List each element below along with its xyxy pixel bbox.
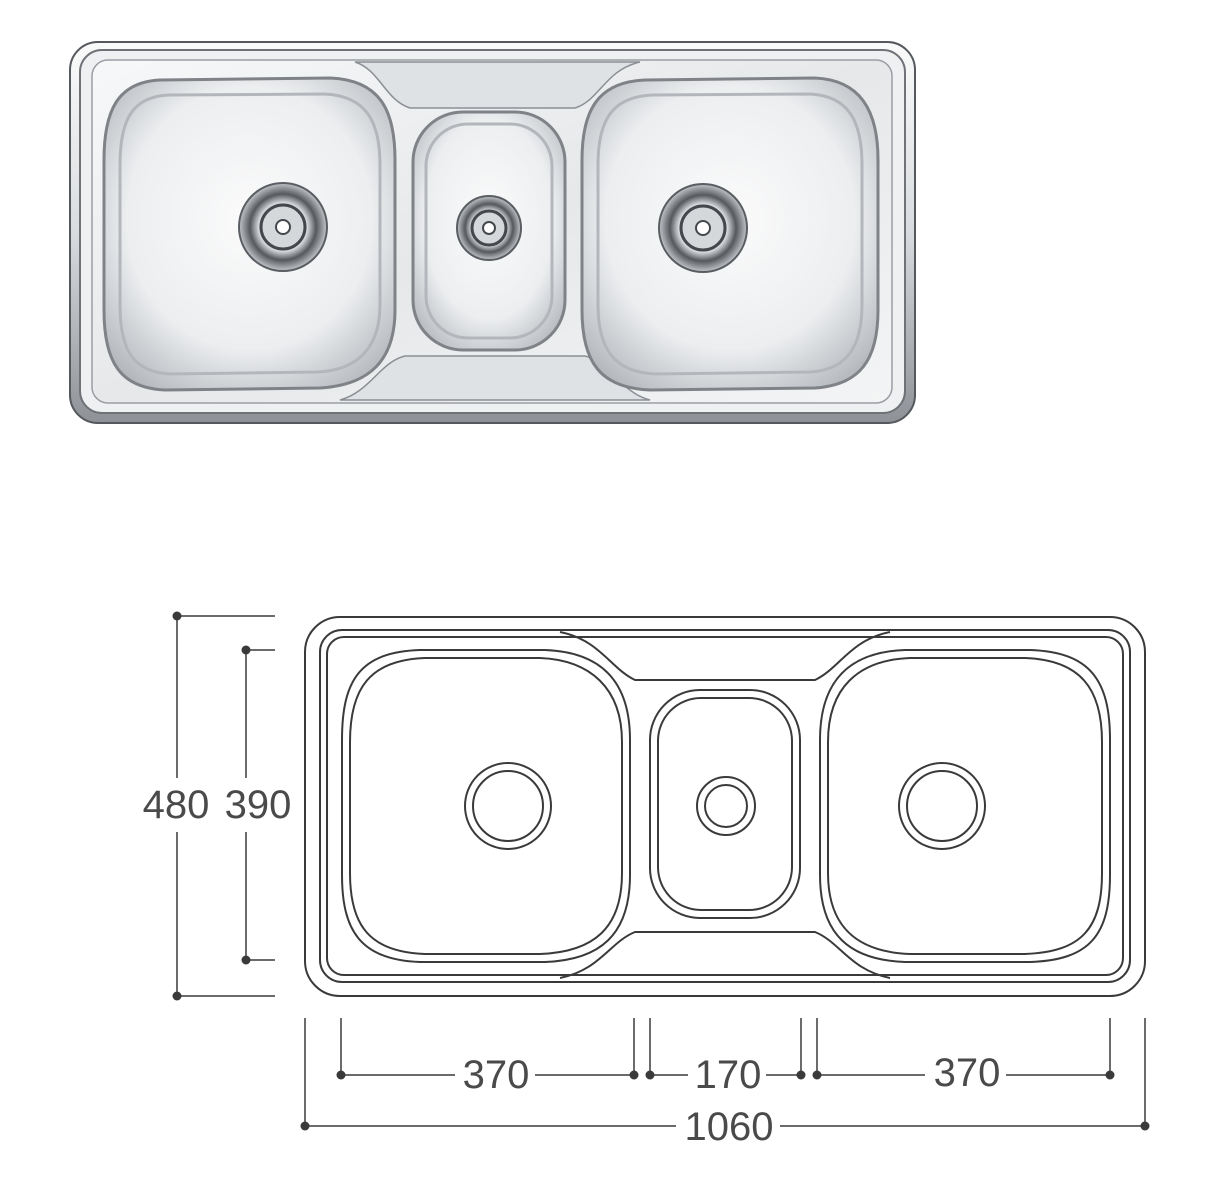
sink-technical-drawing (304, 616, 1146, 997)
dim-370-left-dot-b (629, 1070, 639, 1080)
drawing-center-bowl-inner (657, 697, 793, 911)
dim-390-dot-bottom (241, 955, 251, 965)
left-bowl-inner (118, 92, 382, 376)
dim-480-dot-top (172, 611, 182, 621)
dim-370-right-dot-b (1105, 1070, 1115, 1080)
dimension-labels: 480 390 370 170 370 1060 (143, 783, 1001, 1149)
drawing-inner-outline (319, 629, 1131, 983)
dim-label-bowl-height: 390 (225, 783, 292, 827)
dimension-lines (172, 611, 1150, 1131)
dim-label-overall-height: 480 (143, 783, 210, 827)
dim-label-overall-width: 1060 (685, 1105, 774, 1149)
drawing-left-bowl-inner (349, 657, 623, 955)
dim-1060-dot-a (300, 1121, 310, 1131)
drawing-right-bowl (819, 649, 1111, 963)
center-drain (456, 195, 522, 261)
dim-1060-dot-b (1140, 1121, 1150, 1131)
drawing-right-drain-inner (906, 770, 978, 842)
drawing-outer-outline (304, 616, 1146, 997)
dim-170-dot-a (645, 1070, 655, 1080)
dim-170-dot-b (796, 1070, 806, 1080)
dim-390-dot-top (241, 645, 251, 655)
right-drain (658, 183, 748, 273)
drawing-top-divider (559, 631, 891, 681)
left-drain (238, 182, 328, 272)
sink-bottom-divider (339, 355, 651, 401)
dim-480-dot-bottom (172, 991, 182, 1001)
drawing-left-drain-inner (472, 770, 544, 842)
dim-label-right-bowl-width: 370 (934, 1051, 1001, 1095)
dim-370-left-dot-a (336, 1070, 346, 1080)
sink-illustration (69, 41, 916, 424)
drawing-right-drain-outer (898, 762, 986, 850)
drawing-center-drain-inner (704, 784, 748, 828)
drawing-left-drain-outer (464, 762, 552, 850)
drawing-left-bowl (341, 649, 631, 963)
dim-370-right-dot-a (812, 1070, 822, 1080)
dim-label-center-bowl-width: 170 (695, 1053, 762, 1097)
center-bowl-inner (424, 122, 554, 340)
drawing-center-bowl (649, 689, 801, 919)
drawing-deck-outline (326, 636, 1124, 976)
sink-top-divider (354, 61, 641, 109)
right-bowl-inner (596, 92, 864, 376)
drawing-bottom-divider (559, 931, 891, 979)
drawing-right-bowl-inner (827, 657, 1103, 955)
drawing-center-drain-outer (696, 776, 756, 836)
dim-label-left-bowl-width: 370 (463, 1053, 530, 1097)
